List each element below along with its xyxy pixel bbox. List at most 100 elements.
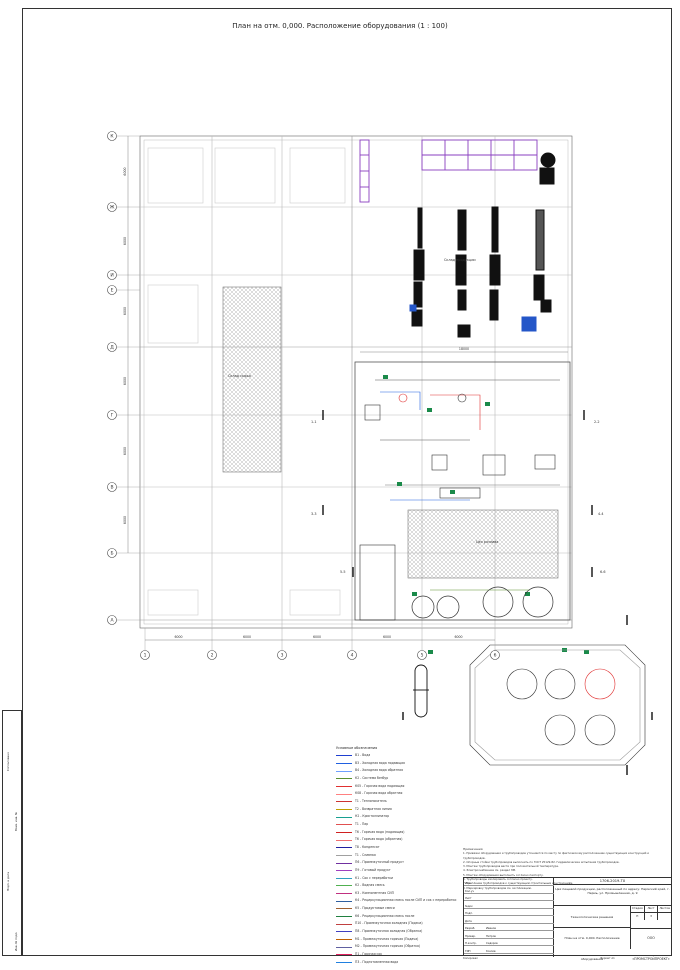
row-bubble [107, 482, 117, 492]
signature-row: №док [464, 905, 554, 909]
row-dim-label: 6000 [123, 377, 127, 385]
signature-role: Подп. [465, 912, 473, 915]
legend-item: К08 - Горячая вода обратная [336, 790, 461, 798]
legend-label: К5 - Продуктовые смеси [355, 906, 395, 911]
signature-role: Разраб. [465, 927, 476, 930]
signature-row: Изм. [464, 882, 554, 886]
legend-item: П6 - Промежуточный продукт [336, 859, 461, 867]
workshop-equipment [359, 393, 556, 621]
legend-swatch [336, 854, 352, 856]
col-dim-label: 6000 [174, 635, 182, 639]
row-bubble-label: В [110, 485, 113, 491]
legend-item: М1 - Промежуточная горячая (Подача) [336, 936, 461, 944]
signature-row: Провер.Петров [464, 935, 554, 939]
section-label-2: 2-2 [594, 420, 600, 424]
signature-row: Разраб.Иванов [464, 927, 554, 931]
section-label-4: 4-4 [598, 512, 604, 516]
col-bubble-label: 2 [211, 653, 214, 659]
col-bubble [207, 650, 217, 660]
legend-label: К6 - Рециркуляционная смесь после [355, 913, 415, 918]
signature-role: Н.контр. [465, 942, 477, 945]
sheets-value [658, 913, 671, 920]
section-label-1: 1-1 [311, 420, 317, 424]
col-bubble [140, 650, 150, 660]
legend-item: Т1 - Сливная [336, 852, 461, 860]
legend-label: П1 - Горячая сок [355, 952, 383, 957]
stage-box: Стадия Лист Листов П 3 [631, 906, 671, 929]
legend-label: Н2 - Кристаллизатор [355, 814, 390, 819]
legend-label: П10 - Промежуточная холодная (Подача) [355, 921, 423, 926]
legend-label: М1 - Промежуточная горячая (Подача) [355, 936, 419, 941]
row-bubble-label: Г [111, 413, 114, 419]
workshop-zone [354, 361, 571, 621]
format-label: Формат А1 [600, 957, 615, 960]
legend-item: Т1 - Пар [336, 821, 461, 829]
row-bubble [107, 202, 117, 212]
legend-swatch [336, 824, 352, 826]
legend-label: К2 - Система безбур [355, 775, 389, 780]
col-dim-label: 6000 [454, 635, 462, 639]
legend-item: Т8 - Конденсат [336, 844, 461, 852]
legend-swatch [336, 785, 352, 787]
legend-label: М2 - Промежуточная горячая (Обратка) [355, 944, 421, 949]
legend-item: В1 - Вода [336, 752, 461, 760]
signature-role: №док [465, 904, 473, 908]
signature-name: Петров [486, 934, 496, 938]
col-bubble [347, 650, 357, 660]
sheets-label: Листов [659, 906, 670, 910]
row-dim-label: 6000 [123, 307, 127, 315]
col-dim-label: 6000 [383, 635, 391, 639]
signature-role: Изм. [465, 882, 472, 885]
stage-value: П [631, 913, 645, 920]
legend-label: К4 - Рециркуляционная смесь после СИП и … [355, 898, 457, 903]
building-outline [139, 135, 573, 629]
signature-role: Лист [465, 897, 472, 900]
signature-row: Лист [464, 897, 554, 901]
legend-label: П8 - Промежуточная холодная (Обратка) [355, 929, 423, 934]
room-label-storage: Склад сырья [228, 374, 251, 378]
legend-label: В4 - Холодная вода обратная [355, 768, 403, 773]
legend-swatch [336, 946, 352, 948]
tanks [411, 586, 554, 619]
note-line: 2. Опорные стойки трубопроводов выполнит… [463, 859, 620, 864]
legend-item: В3 - Холодная вода подающая [336, 760, 461, 768]
process-piping [375, 379, 560, 591]
row-bubble-label: Е [111, 288, 114, 294]
legend-item: П8 - Промежуточная холодная (Обратка) [336, 928, 461, 936]
legend-item: К6 - Рециркуляционная смесь после [336, 913, 461, 921]
building-inner-outline [143, 139, 569, 625]
row-dim-label: 6000 [123, 447, 127, 455]
drawing-sheet-border [22, 8, 672, 956]
legend-swatch [336, 808, 352, 810]
note-line: 7. Крепление трубопроводов к существующи… [463, 881, 574, 886]
legend-swatch [336, 831, 352, 833]
blue-equipment [409, 304, 537, 332]
project-name: Цех пищевой продукции, расположенный по … [554, 884, 671, 906]
vessel [413, 664, 429, 718]
col-dim-label: 6000 [243, 635, 251, 639]
legend-label: П6 - Промежуточный продукт [355, 860, 404, 865]
row-bubble-label: К [110, 134, 114, 140]
note-line: 8. Маркировку трубопроводов см. эксплика… [463, 885, 532, 890]
signature-role: ГИП [465, 949, 471, 953]
notes-title: Примечания [463, 847, 483, 851]
col-bubble-label: 3 [281, 653, 284, 659]
legend-swatch [336, 770, 352, 772]
stage-label: Стадия [631, 906, 645, 912]
legend-item: Н2 - Кристаллизатор [336, 813, 461, 821]
legend-swatch [336, 900, 352, 902]
signature-row: Дата [464, 920, 554, 924]
row-bubble-label: Ж [110, 205, 115, 211]
legend-label: В1 - Вода [355, 753, 371, 757]
row-bubble [107, 615, 117, 625]
legend-item: М2 - Промежуточная горячая (Обратка) [336, 943, 461, 951]
sheet-name: План на отм. 0,000. Расположение оборудо… [554, 928, 631, 961]
legend-swatch [336, 893, 352, 895]
col-bubble [490, 650, 500, 660]
room-label-workshop: Цех розлива [476, 540, 499, 544]
